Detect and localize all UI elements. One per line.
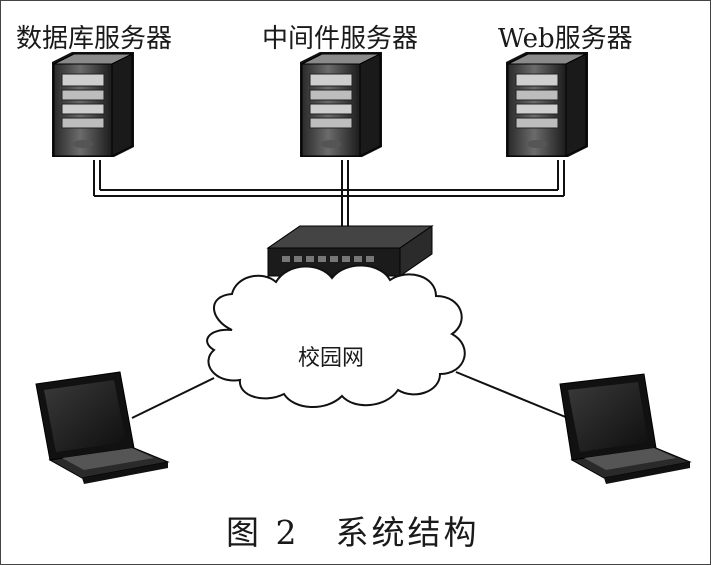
client-laptop-right-icon xyxy=(559,373,692,484)
middleware-server-label: 中间件服务器 xyxy=(262,24,419,54)
server-bus-cable xyxy=(93,160,565,236)
network-switch-icon xyxy=(266,225,434,277)
web-server-icon xyxy=(506,52,588,157)
figure-caption: 图 2 系统结构 xyxy=(226,513,480,552)
client-laptop-left-icon xyxy=(35,371,170,484)
database-server-icon xyxy=(52,52,134,157)
web-server-label: Web服务器 xyxy=(498,24,633,54)
campus-network-cloud-icon xyxy=(206,264,466,409)
campus-network-label: 校园网 xyxy=(298,346,365,371)
middleware-server-icon xyxy=(300,52,382,157)
client-link-cables xyxy=(131,371,569,419)
database-server-label: 数据库服务器 xyxy=(16,24,173,54)
